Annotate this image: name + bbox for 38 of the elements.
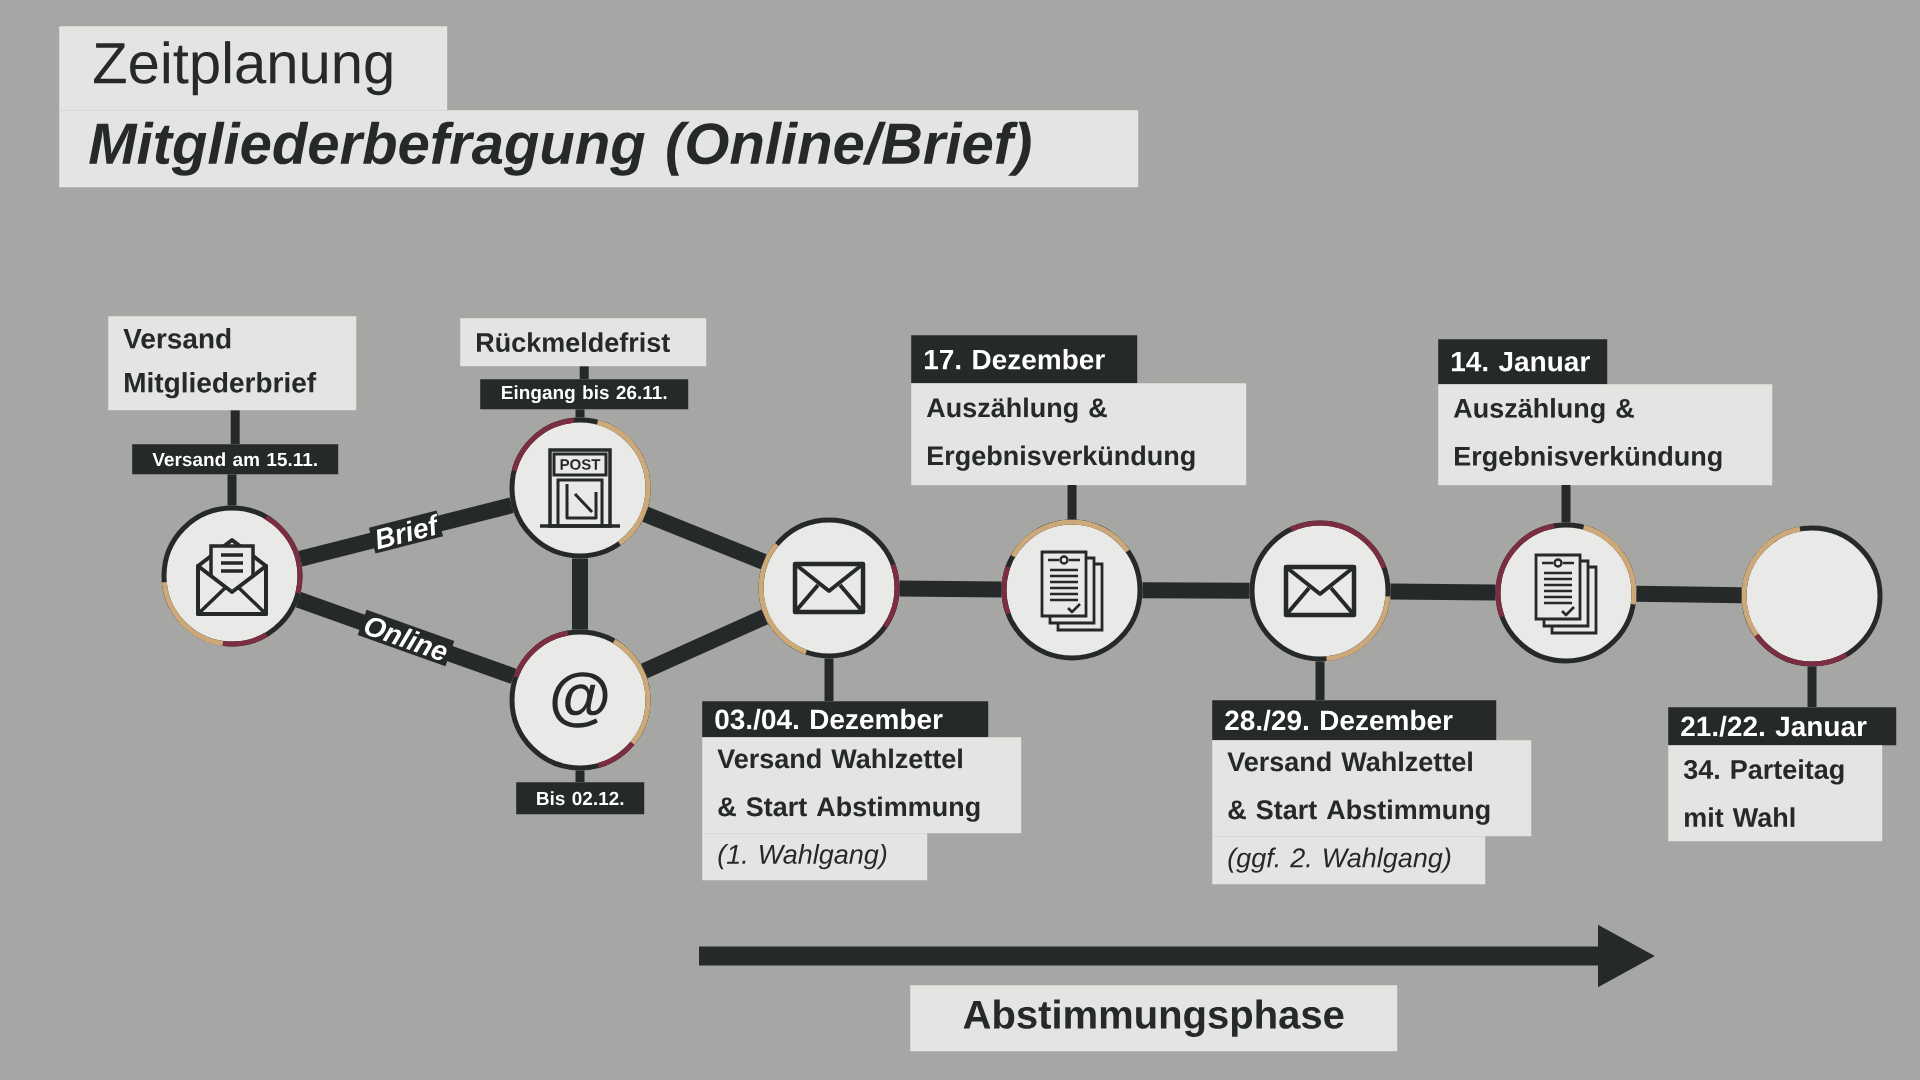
sign-text: POST [560,459,601,470]
date-header: 21./22. Januar [1668,707,1897,746]
date-header: 17. Dezember [911,335,1138,384]
note-box: (ggf. 2. Wahlgang) [1212,836,1486,885]
text-box: Auszählung & Ergebnisverkündung [1438,384,1773,486]
leader-line [1067,485,1077,520]
note-box: (1. Wahlgang) [702,833,928,881]
edge-label: Online [357,609,455,667]
connector [1390,583,1496,601]
title: Zeitplanung [59,26,448,111]
connector [899,580,1002,598]
leader-line [575,770,585,782]
date-header: 28./29. Dezember [1212,700,1497,741]
leader-line [579,366,589,379]
connector [1142,582,1250,599]
leader-line [1807,666,1817,707]
connector [1636,585,1742,604]
date-header: 03./04. Dezember [702,701,989,738]
connector [642,506,767,570]
date-tag: Eingang bis 26.11. [480,379,689,410]
date-tag: Versand am 15.11. [132,444,339,475]
text-box: Rückmeldefrist [460,318,707,367]
leader-line [824,658,834,701]
date-header: 14. Januar [1438,339,1608,385]
leader-line [1561,485,1571,523]
milestone-circle [1741,525,1883,667]
connector [572,558,588,630]
phase-label: Abstimmungsphase [910,985,1398,1052]
leader-line [230,410,240,444]
date-tag: Bis 02.12. [516,782,645,815]
connector [641,609,768,679]
text-box: 34. Parteitag mit Wahl [1668,745,1883,842]
edge-label: Brief [368,510,444,554]
text-box: Versand Mitgliederbrief [108,316,357,411]
leader-line [575,409,585,418]
text-box: Auszählung & Ergebnisverkündung [911,383,1247,486]
leader-line [1315,661,1325,700]
leader-line [227,474,237,506]
